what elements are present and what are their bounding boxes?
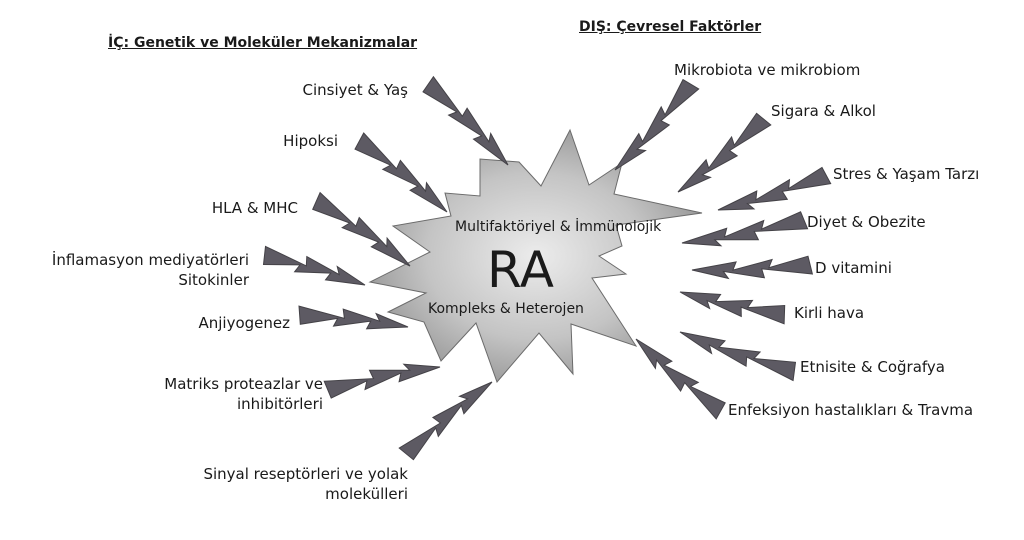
internal-lightning-arrow-icon <box>422 75 509 166</box>
internal-lightning-arrow-icon <box>298 305 409 330</box>
internal-lightning-arrow-icon <box>312 191 411 267</box>
external-lightning-arrow-icon <box>677 112 772 193</box>
external-factor-label: Etnisite & Coğrafya <box>800 358 945 376</box>
external-factor-label: Stres & Yaşam Tarzı <box>833 165 980 183</box>
external-factor-label: Enfeksiyon hastalıkları & Travma <box>728 401 974 419</box>
internal-lightning-arrow-icon <box>354 132 448 213</box>
external-lightning-arrow-icon <box>681 211 809 247</box>
internal-factor-label: Cinsiyet & Yaş <box>302 81 408 99</box>
center-title: RA <box>487 241 554 299</box>
central-starburst <box>368 128 703 383</box>
external-lightning-arrow-icon <box>679 331 797 382</box>
external-factor-label: Mikrobiota ve mikrobiom <box>674 61 861 79</box>
external-lightning-arrow-icon <box>717 166 832 211</box>
external-factor-label: Diyet & Obezite <box>807 213 926 231</box>
external-lightning-arrow-icon <box>679 291 786 325</box>
external-lightning-arrow-icon <box>614 78 700 171</box>
center-top-text: Multifaktöriyel & İmmünolojik <box>455 219 662 235</box>
center-bottom-text: Kompleks & Heterojen <box>428 301 584 317</box>
internal-factor-label: Hipoksi <box>283 132 338 150</box>
internal-factor-label: Anjiyogenez <box>198 314 290 332</box>
internal-lightning-arrow-icon <box>398 381 493 461</box>
external-lightning-arrow-icon <box>635 338 726 420</box>
internal-lightning-arrow-icon <box>323 363 441 399</box>
internal-lightning-arrow-icon <box>262 245 366 286</box>
external-header: DIŞ: Çevresel Faktörler <box>579 19 762 35</box>
external-factor-label: D vitamini <box>815 259 892 277</box>
internal-header: İÇ: Genetik ve Moleküler Mekanizmalar <box>108 35 418 51</box>
external-factor-label: Kirli hava <box>794 304 865 322</box>
external-factor-label: Sigara & Alkol <box>771 102 876 120</box>
external-lightning-arrow-icon <box>691 255 814 280</box>
internal-factor-label: HLA & MHC <box>211 199 298 217</box>
